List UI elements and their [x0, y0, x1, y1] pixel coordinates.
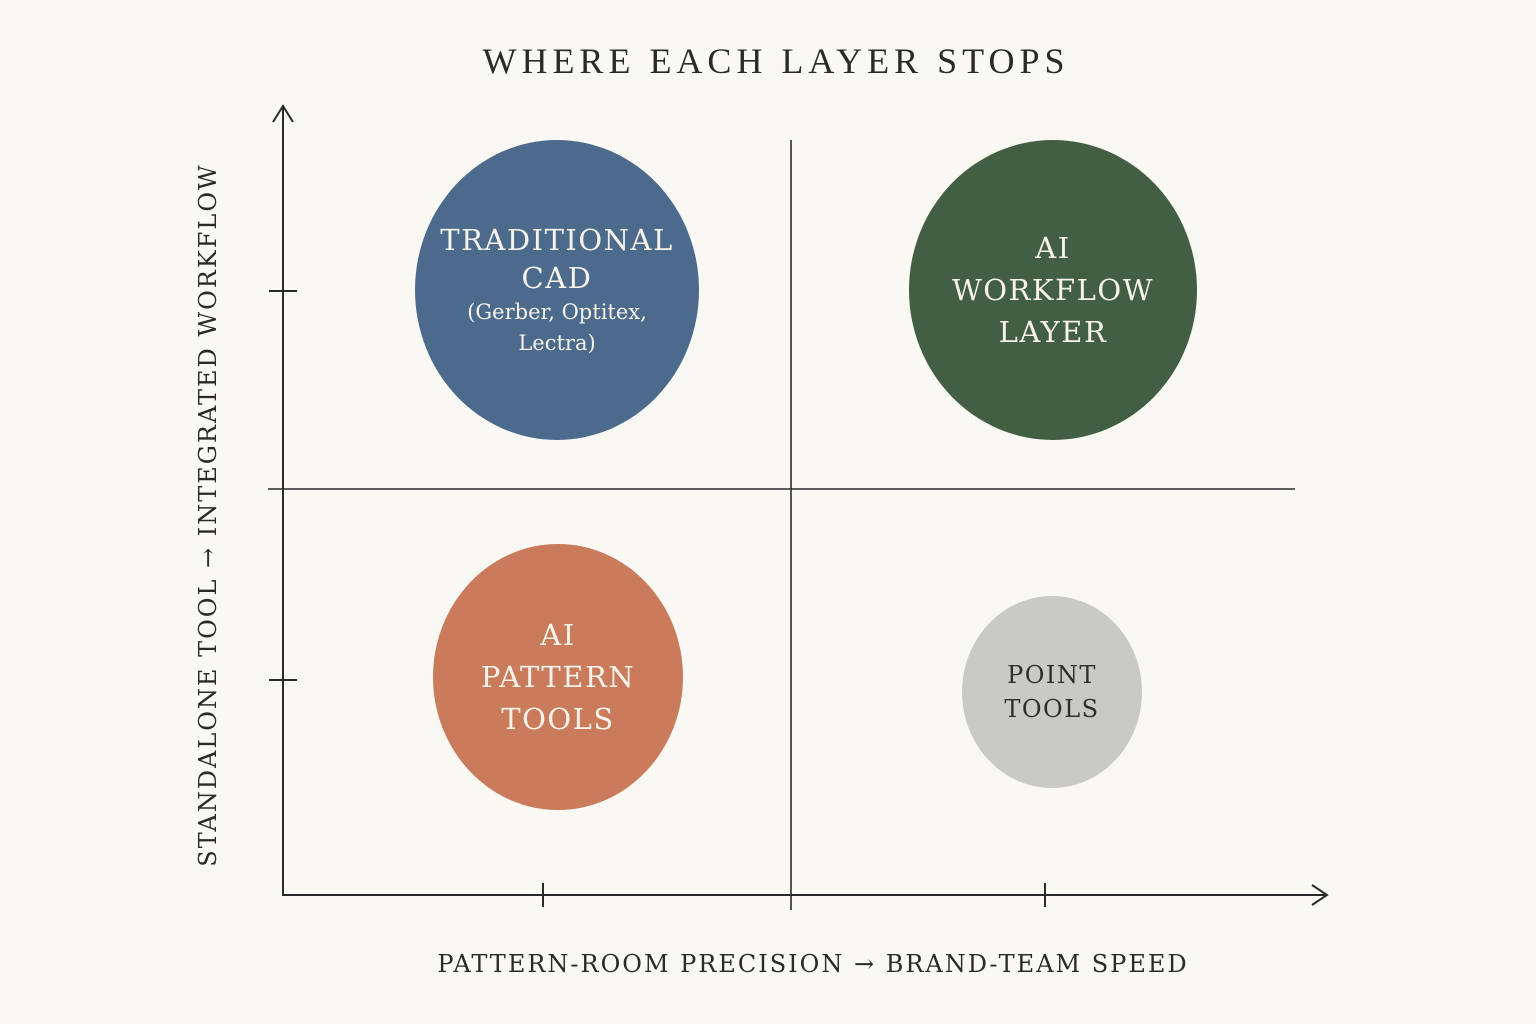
x-axis-arrowhead [1311, 884, 1329, 906]
bubble-title: POINT TOOLS [1004, 661, 1100, 723]
bubble-ai-pattern-tools: AI PATTERN TOOLS [433, 544, 683, 810]
bubble-point-tools: POINT TOOLS [962, 596, 1142, 788]
bubble-traditional-cad: TRADITIONAL CAD (Gerber, Optitex, Lectra… [415, 140, 699, 440]
y-axis-arrowhead [272, 104, 294, 123]
bubble-ai-workflow-layer: AI WORKFLOW LAYER [909, 140, 1197, 440]
bubble-title: TRADITIONAL CAD [440, 223, 674, 295]
page-title: WHERE EACH LAYER STOPS [482, 41, 1070, 81]
x-axis-label: PATTERN-ROOM PRECISION → BRAND-TEAM SPEE… [437, 950, 1189, 978]
bubble-title: AI WORKFLOW LAYER [951, 231, 1155, 349]
bubble-title: AI PATTERN TOOLS [480, 618, 636, 736]
y-axis-label: STANDALONE TOOL → INTEGRATED WORKFLOW [194, 163, 222, 867]
bubble-subtitle: (Gerber, Optitex, Lectra) [467, 300, 647, 355]
